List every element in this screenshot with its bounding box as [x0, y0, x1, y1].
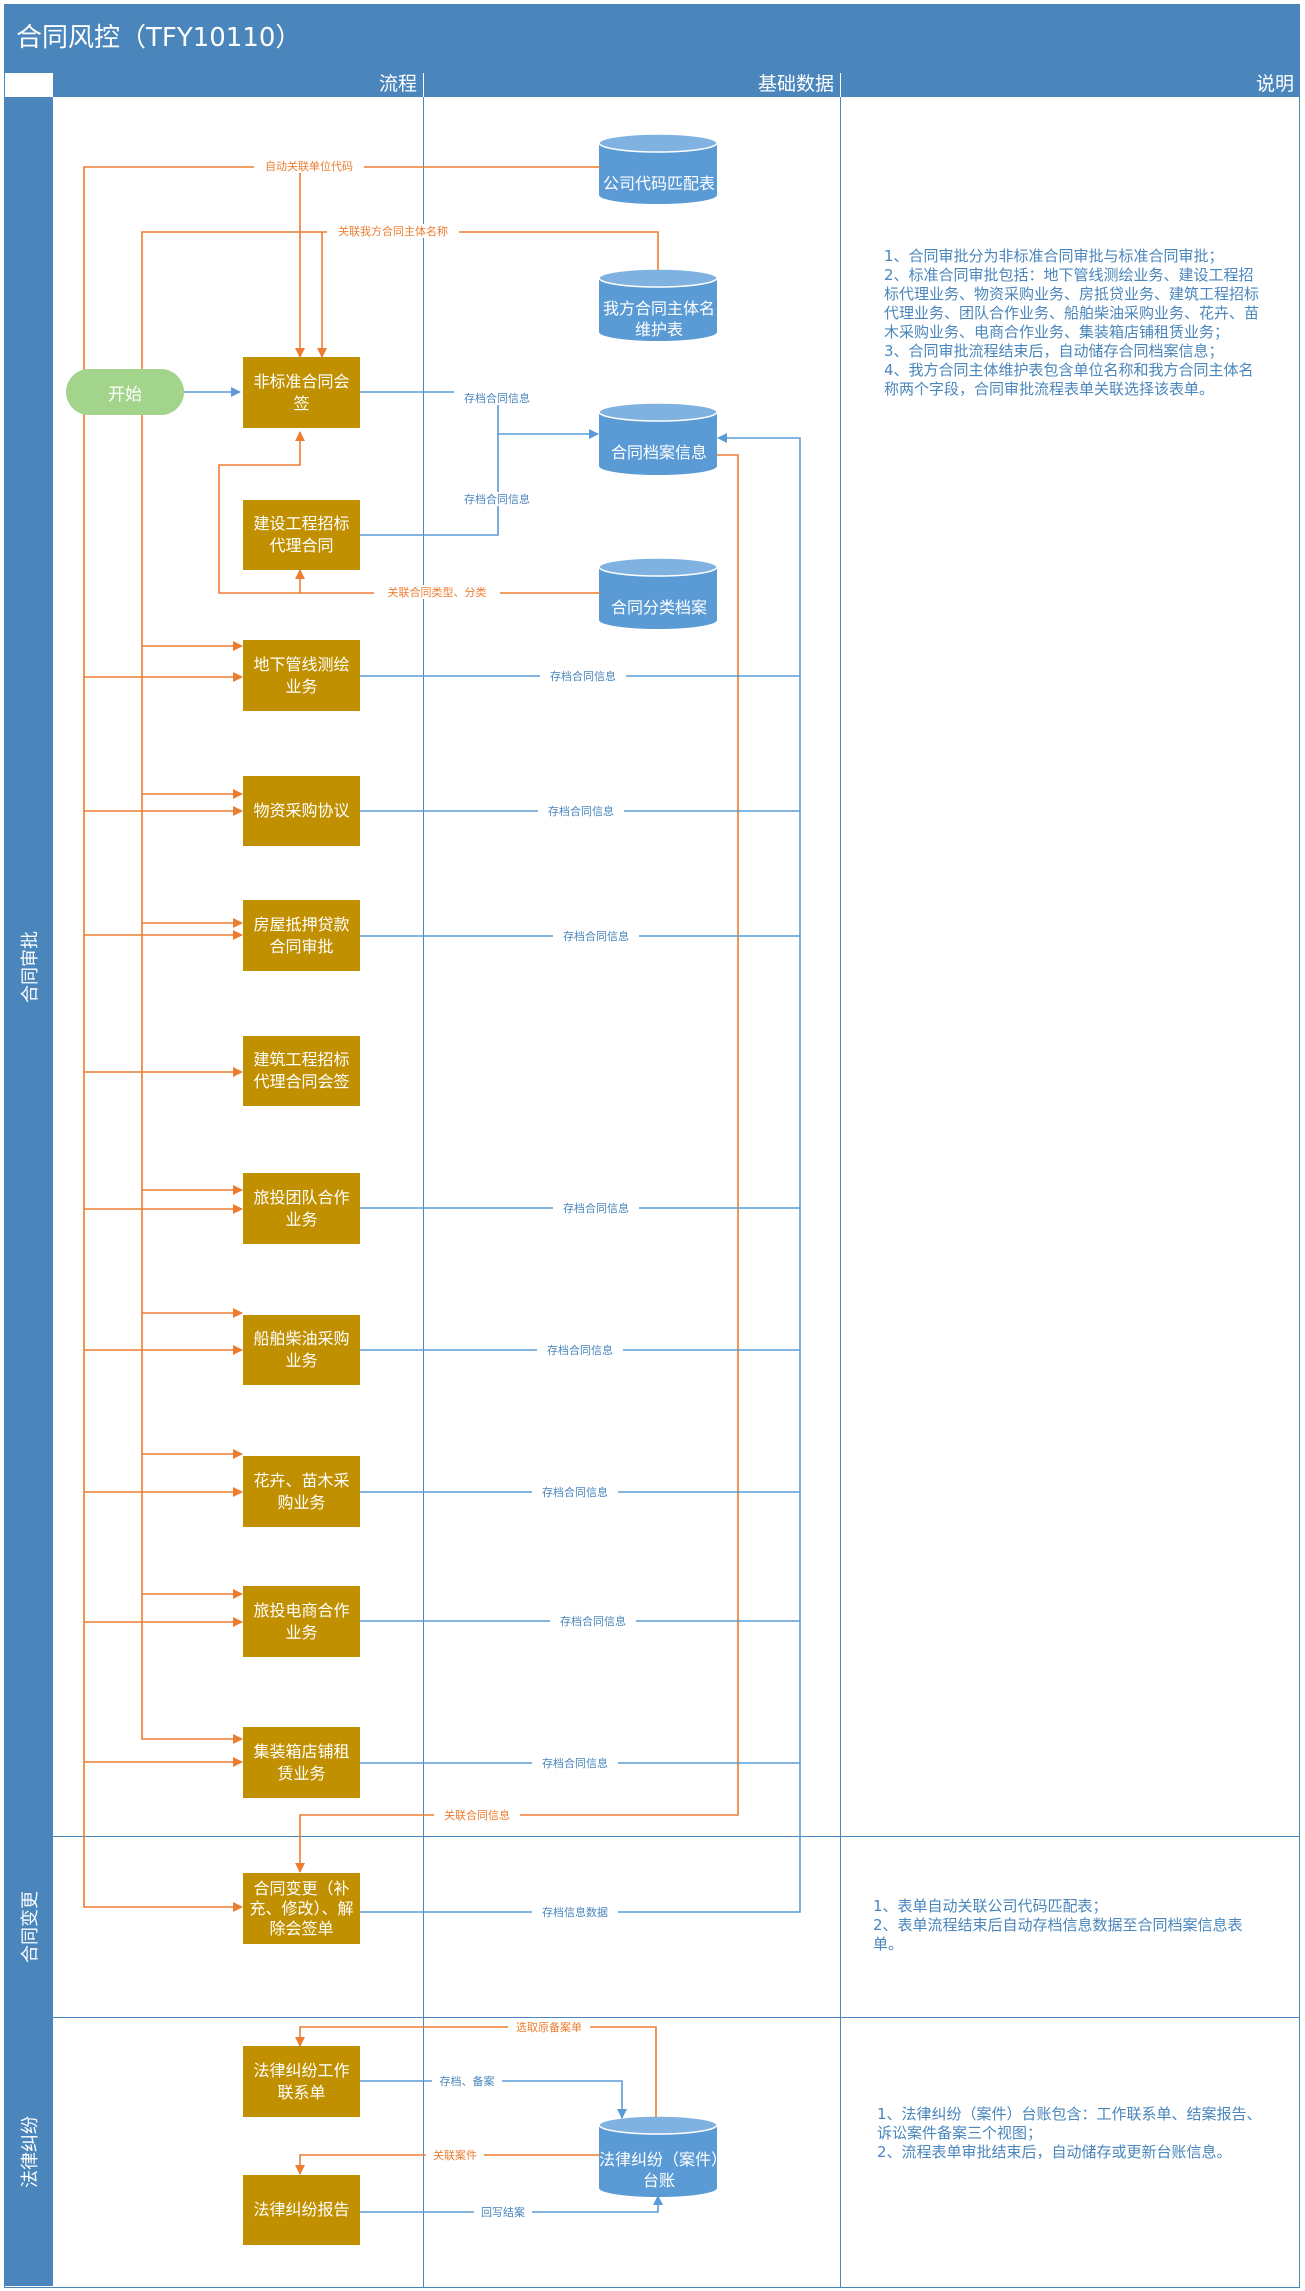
db-company-code	[599, 143, 717, 204]
process-box: 旅投电商合作业务	[243, 1586, 360, 1657]
db-label-legal-ledger: 法律纠纷（案件）台账	[598, 2150, 719, 2190]
edge-label-link-contract-info: 关联合同信息	[444, 1808, 510, 1822]
process-box: 船舶柴油采购业务	[243, 1315, 360, 1385]
edge-label-link-type: 关联合同类型、分类	[388, 585, 487, 599]
column-divider	[840, 97, 841, 2288]
edge-label-archive-record: 存档、备案	[440, 2074, 495, 2088]
edge-label-archive: 存档合同信息	[560, 1614, 626, 1628]
note-line: 3、合同审批流程结束后，自动储存合同档案信息；	[884, 342, 1224, 360]
column-header-basic-data: 基础数据	[424, 72, 840, 97]
db-our-party	[599, 278, 717, 341]
edge-label-auto-link-code: 自动关联单位代码	[265, 159, 353, 173]
edge-label-archive: 存档合同信息	[542, 1756, 608, 1770]
db-top	[598, 2115, 718, 2135]
edge-archive-trunk	[360, 433, 801, 1913]
db-cylinders	[598, 133, 718, 2197]
note-line: 2、表单流程结束后自动存档信息数据至合同档案信息表单。	[873, 1916, 1243, 1953]
process-box: 集装箱店铺租赁业务	[243, 1727, 360, 1798]
db-archive	[599, 412, 717, 475]
edge-label-archive: 存档合同信息	[542, 1485, 608, 1499]
edge-link-type	[218, 431, 600, 594]
lane-divider	[5, 1836, 1300, 1837]
edge-label-archive: 存档合同信息	[563, 1201, 629, 1215]
edge-link-our-party-trunk	[141, 231, 659, 1744]
notes-approval: 1、合同审批分为非标准合同审批与标准合同审批； 2、标准合同审批包括：地下管线测…	[884, 247, 1264, 399]
column-divider	[423, 97, 424, 2288]
process-box: 地下管线测绘业务	[243, 640, 360, 711]
edge-label-archive: 存档合同信息	[548, 804, 614, 818]
edge-pick-original	[295, 2026, 657, 2117]
db-label-company-code: 公司代码匹配表	[602, 174, 715, 193]
process-box: 建设工程招标代理合同	[243, 500, 360, 570]
start-node: 开始	[66, 369, 184, 415]
note-line: 4、我方合同主体维护表包含单位名称和我方合同主体名称两个字段，合同审批流程表单关…	[884, 361, 1254, 398]
db-label-classification: 合同分类档案	[610, 597, 707, 617]
db-label-our-party: 我方合同主体名维护表	[602, 299, 715, 339]
process-box: 房屋抵押贷款合同审批	[243, 900, 360, 971]
lane-strip	[5, 97, 53, 2286]
notes-change: 1、表单自动关联公司代码匹配表； 2、表单流程结束后自动存档信息数据至合同档案信…	[873, 1897, 1263, 1954]
process-box: 旅投团队合作业务	[243, 1173, 360, 1244]
db-top	[598, 402, 718, 422]
process-box: 花卉、苗木采购业务	[243, 1456, 360, 1527]
edge-label-write-back: 回写结案	[481, 2205, 525, 2219]
edge-label-pick-original: 选取原备案单	[516, 2020, 582, 2034]
lane-divider	[5, 2017, 1300, 2018]
edge-label-archive: 存档合同信息	[563, 929, 629, 943]
column-header-process: 流程	[53, 72, 423, 97]
notes-legal: 1、法律纠纷（案件）台账包含：工作联系单、结案报告、诉讼案件备案三个视图； 2、…	[877, 2105, 1263, 2162]
process-box: 建筑工程招标代理合同会签	[243, 1036, 360, 1106]
db-legal-ledger	[599, 2125, 717, 2197]
edge-link-case	[295, 2154, 600, 2175]
edge-label-archive: 存档合同信息	[550, 669, 616, 683]
edge-label-archive: 存档合同信息	[464, 492, 530, 506]
edge-label-link-our-party: 关联我方合同主体名称	[338, 224, 448, 238]
edge-archive	[360, 391, 599, 439]
process-box: 非标准合同会签	[243, 357, 360, 428]
column-header-notes: 说明	[841, 72, 1300, 97]
note-line: 2、流程表单审批结束后，自动储存或更新台账信息。	[877, 2143, 1232, 2161]
edge-label-archive: 存档合同信息	[547, 1343, 613, 1357]
process-box: 法律纠纷报告	[243, 2175, 360, 2245]
edge-archive	[360, 434, 499, 536]
note-line: 1、法律纠纷（案件）台账包含：工作联系单、结案报告、诉讼案件备案三个视图；	[877, 2105, 1262, 2142]
edge-label-link-case: 关联案件	[433, 2148, 477, 2162]
db-top	[598, 133, 718, 153]
db-label-archive: 合同档案信息	[610, 442, 707, 462]
edge-write-back	[360, 2195, 663, 2213]
process-box: 法律纠纷工作联系单	[243, 2046, 360, 2117]
note-line: 1、合同审批分为非标准合同审批与标准合同审批；	[884, 247, 1224, 265]
edge-link-contract-info	[295, 454, 739, 1873]
edge-label-archive-data: 存档信息数据	[542, 1905, 608, 1919]
process-box: 合同变更（补充、修改）、解除会签单	[243, 1873, 360, 1944]
note-line: 1、表单自动关联公司代码匹配表；	[873, 1897, 1108, 1915]
process-box: 物资采购协议	[243, 776, 360, 846]
db-classification	[599, 567, 717, 629]
note-line: 2、标准合同审批包括：地下管线测绘业务、建设工程招标代理业务、物资采购业务、房抵…	[884, 266, 1260, 341]
page-title: 合同风控（TFY10110）	[4, 4, 1300, 72]
edge-label-archive: 存档合同信息	[464, 391, 530, 405]
db-top	[598, 557, 718, 577]
